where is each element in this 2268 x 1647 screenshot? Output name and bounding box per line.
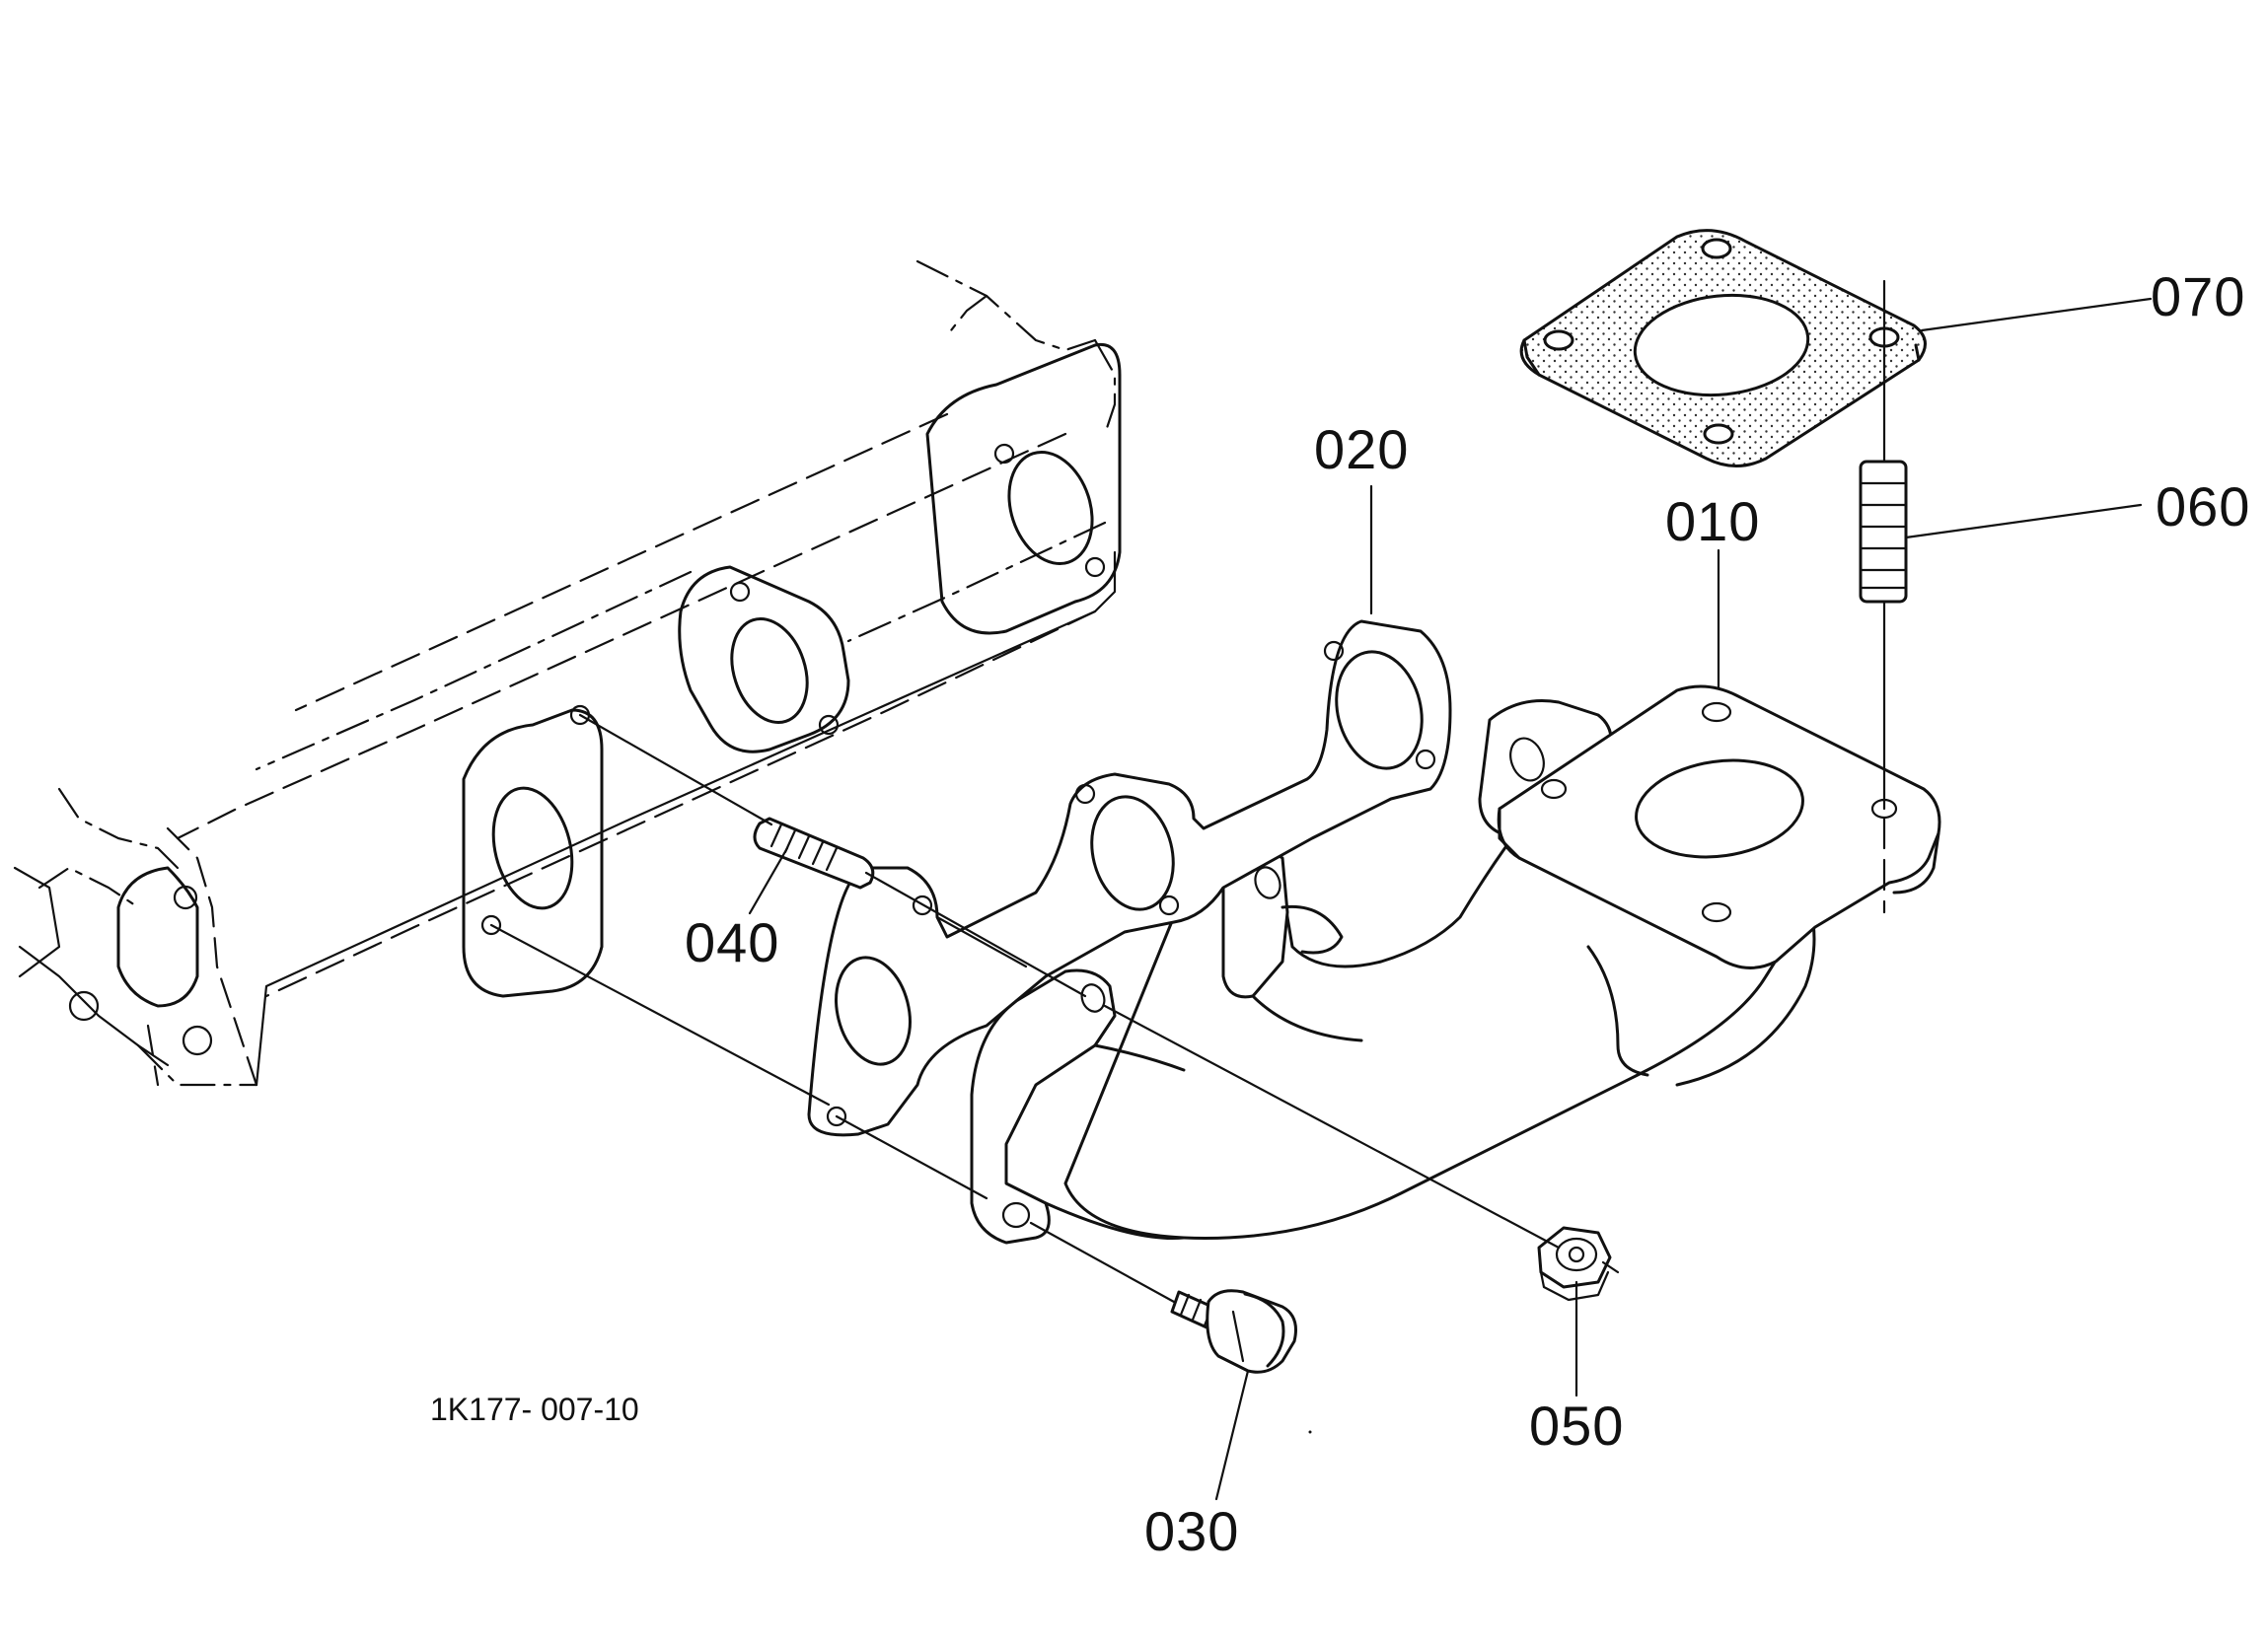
callout-020: 020	[1314, 418, 1409, 480]
flange-bolt	[1170, 1289, 1297, 1374]
callout-050: 050	[1529, 1395, 1624, 1457]
speck	[1308, 1430, 1312, 1434]
engine-head-outline	[13, 259, 1122, 1087]
callout-040: 040	[685, 911, 779, 973]
callout-060: 060	[2156, 475, 2250, 537]
exhaust-manifold	[970, 684, 1941, 1245]
outlet-gasket	[1519, 229, 1927, 467]
callout-030: 030	[1144, 1500, 1239, 1562]
flange-nut	[1537, 1226, 1612, 1302]
callout-010: 010	[1665, 490, 1760, 552]
callout-labels: 010 020 030 040 050 060 070 1K177- 007-1…	[430, 265, 2250, 1562]
manifold-gasket	[807, 619, 1452, 1137]
leader-lines	[748, 297, 2153, 1501]
reference-code: 1K177- 007-10	[430, 1392, 639, 1427]
assembly-lines	[489, 279, 1886, 1304]
head-stud	[753, 817, 875, 890]
callout-070: 070	[2151, 265, 2245, 327]
outlet-stud	[1859, 460, 1908, 604]
